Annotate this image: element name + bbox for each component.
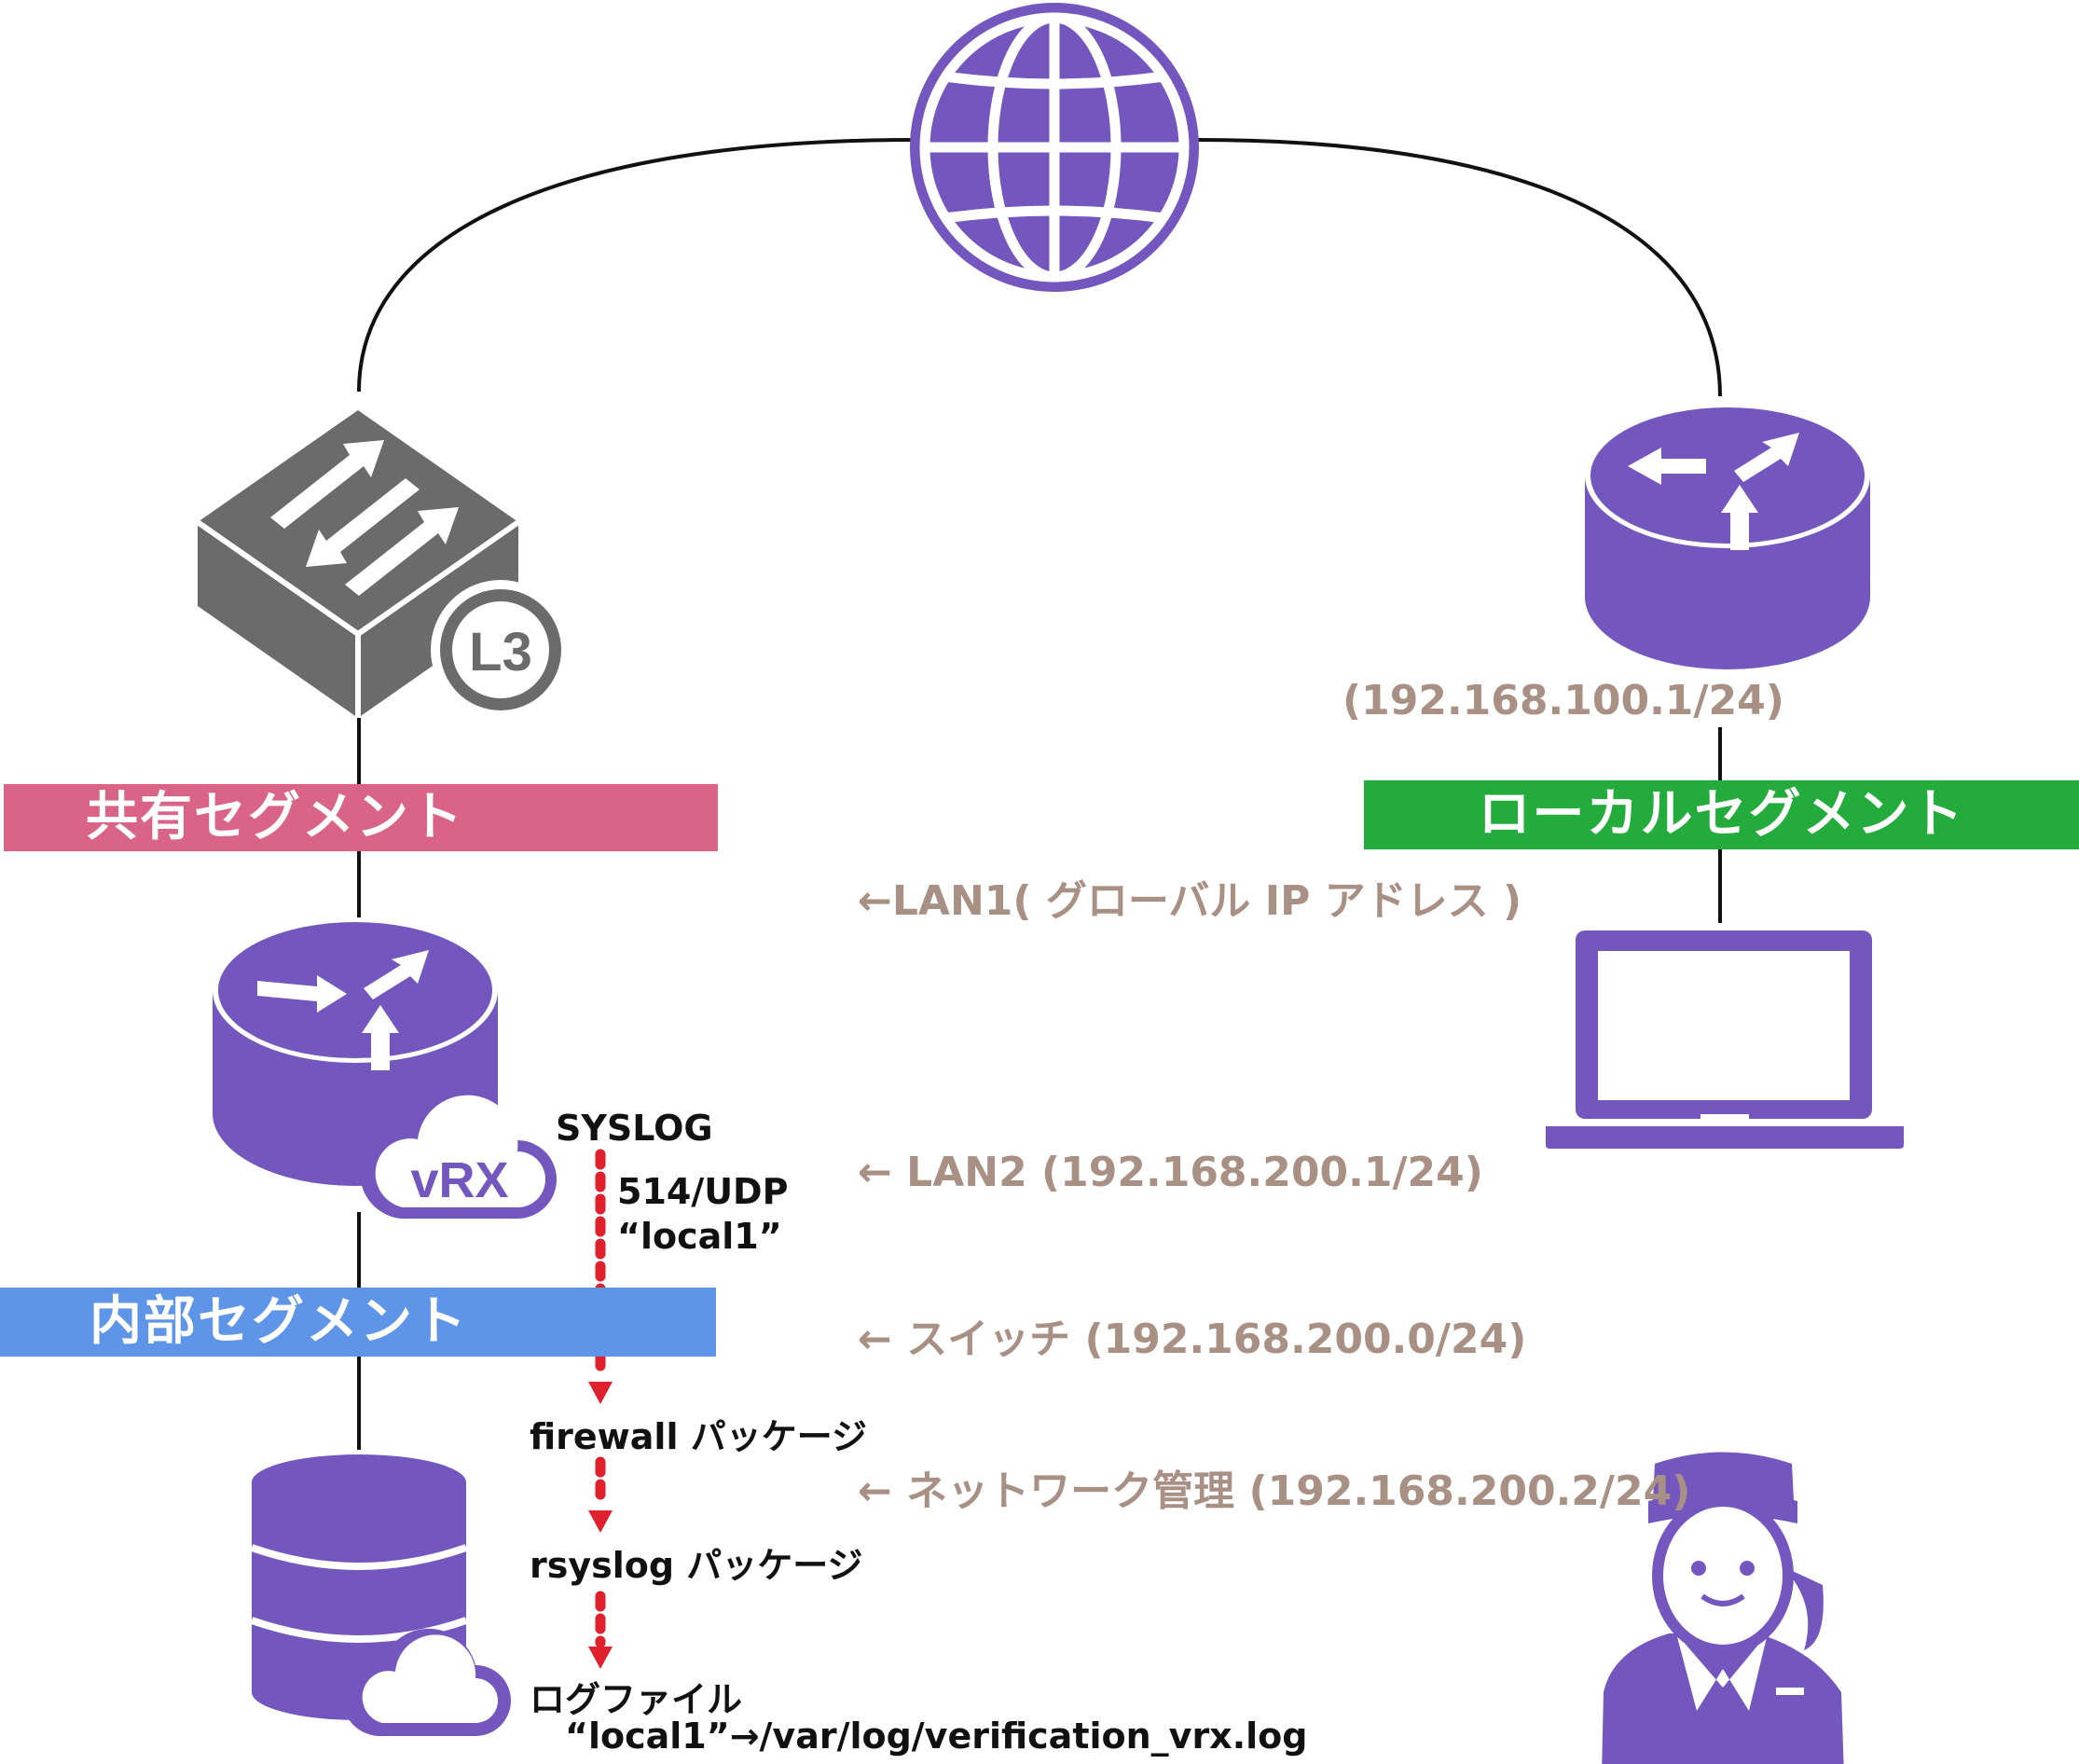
lan1-note: ←LAN1( グローバル IP アドレス ) xyxy=(858,877,1522,925)
switch-note: ← スイッチ (192.168.200.0/24) xyxy=(858,1316,1527,1363)
local-segment-bar: ローカルセグメント xyxy=(1364,780,2079,849)
vrx-badge-label: vRX xyxy=(410,1152,508,1208)
netadmin-note: ← ネットワーク管理 (192.168.200.2/24) xyxy=(858,1468,1691,1515)
router-ip-label: (192.168.100.1/24) xyxy=(1342,677,1784,724)
l3-badge-label: L3 xyxy=(469,622,532,682)
switch-arrows-icon xyxy=(270,440,459,596)
vrx-router-icon: vRX xyxy=(213,917,557,1219)
port-label: 514/UDP xyxy=(617,1171,789,1212)
cloud-icon xyxy=(360,1093,557,1219)
firewall-package-label: firewall パッケージ xyxy=(530,1416,867,1457)
link-internet-l3switch xyxy=(357,138,915,393)
support-person-icon xyxy=(1602,1452,1844,1764)
logfile-label: ログファイル xyxy=(530,1679,743,1720)
rsyslog-package-label: rsyslog パッケージ xyxy=(530,1545,863,1586)
globe-icon xyxy=(910,3,1199,292)
l3-switch-icon: L3 xyxy=(196,410,571,720)
flow-arrowhead xyxy=(588,1647,613,1669)
shared-segment-bar: 共有セグメント xyxy=(4,784,718,851)
router-icon xyxy=(1585,403,1870,669)
lan2-note: ← LAN2 (192.168.200.1/24) xyxy=(858,1149,1483,1196)
connection-lines xyxy=(357,138,1722,1450)
shared-segment-label: 共有セグメント xyxy=(86,787,464,848)
flow-arrowhead xyxy=(588,1510,613,1533)
laptop-icon xyxy=(1546,930,1904,1149)
database-icon xyxy=(250,1454,511,1736)
syslog-label: SYSLOG xyxy=(556,1108,713,1149)
facility-label: “local1” xyxy=(617,1216,782,1257)
internal-segment-bar: 内部セグメント xyxy=(0,1288,716,1357)
internal-segment-label: 内部セグメント xyxy=(89,1291,468,1352)
cloud-icon xyxy=(341,1628,511,1736)
link-internet-router xyxy=(1197,138,1722,397)
flow-arrowhead xyxy=(588,1382,613,1404)
local-segment-label: ローカルセグメント xyxy=(1478,784,1965,845)
logpath-label: “local1”→/var/log/verification_vrx.log xyxy=(565,1716,1308,1757)
